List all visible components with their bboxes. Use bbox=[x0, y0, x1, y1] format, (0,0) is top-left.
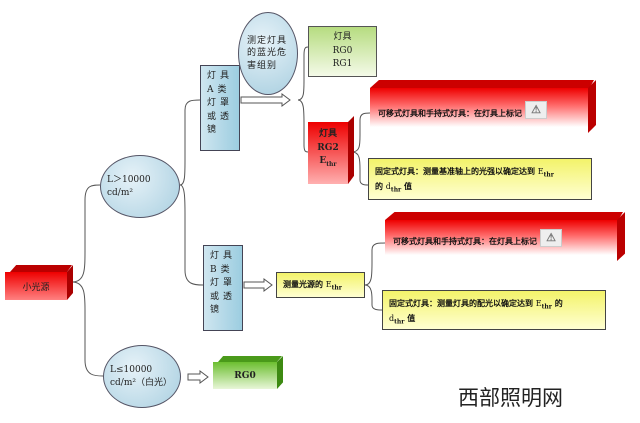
ethr-e: E bbox=[535, 299, 542, 308]
high-luminance-label: L＞10000 cd/m² bbox=[107, 174, 151, 198]
class-b-fixed-box: 固定式灯具：测量灯具的配光以确定达到 Ethr 的 dthr 值 bbox=[382, 290, 606, 330]
box-top-face bbox=[10, 265, 72, 272]
rg2-line2: RG2 bbox=[317, 142, 339, 153]
class-a-fixed-mid: 的 bbox=[375, 181, 383, 192]
ethr-sub: thr bbox=[331, 284, 342, 292]
watermark: 西部照明网 bbox=[458, 386, 563, 410]
class-a-fixed-text: 固定式灯具：测量基准轴上的光强以确定达到 bbox=[375, 166, 535, 176]
ethr-sub: thr bbox=[541, 303, 552, 311]
dthr-d: d bbox=[389, 314, 395, 324]
class-b-label: 灯具 B类 灯罩 或透 镜 bbox=[210, 251, 237, 315]
ethr-sub: thr bbox=[543, 171, 554, 179]
class-b-portable-label: 可移式灯具和手持式灯具：在灯具上标记 bbox=[393, 236, 537, 246]
rg0-node: RG0 bbox=[213, 362, 277, 389]
class-a-portable-banner: 可移式灯具和手持式灯具：在灯具上标记⚠ bbox=[370, 88, 588, 127]
rg2-side-face bbox=[348, 116, 354, 184]
rg0-rg1-node: 灯具 RG0 RG1 bbox=[308, 26, 377, 77]
rg01-line1: 灯具 bbox=[333, 32, 352, 42]
warning-sign-icon: ⚠ bbox=[540, 229, 562, 247]
blue-hazard-label: 测定灯具的蓝光危害组别 bbox=[247, 35, 288, 71]
rg01-line2: RG0 bbox=[332, 45, 353, 56]
high-luminance-node: L＞10000 cd/m² bbox=[100, 155, 180, 218]
low-luminance-node: L≤10000 cd/m²（白光） bbox=[103, 345, 181, 408]
rg2-e: E bbox=[319, 156, 327, 166]
blue-hazard-node: 测定灯具的蓝光危害组别 bbox=[238, 12, 298, 95]
low-luminance-label: L≤10000 cd/m²（白光） bbox=[110, 364, 172, 388]
small-light-source-label: 小光源 bbox=[22, 282, 50, 293]
class-b-portable-banner: 可移式灯具和手持式灯具：在灯具上标记⚠ bbox=[385, 220, 617, 255]
rg2-e-sub: thr bbox=[326, 160, 337, 168]
dthr-sub: thr bbox=[390, 186, 402, 194]
rg01-line3: RG1 bbox=[332, 59, 353, 69]
ethr-e: E bbox=[325, 280, 332, 289]
dthr-sub: thr bbox=[394, 318, 405, 326]
class-b-fixed-mid: 的 bbox=[554, 298, 563, 308]
small-light-source-box: 小光源 bbox=[5, 272, 67, 300]
class-a-fixed-box: 固定式灯具：测量基准轴上的光强以确定达到 Ethr 的 dthr 值 bbox=[368, 158, 592, 200]
warning-sign-icon: ⚠ bbox=[525, 101, 547, 119]
class-b-measure-text: 测量光源的 bbox=[283, 279, 323, 289]
class-a-node: 灯具 A类 灯罩 或透 镜 bbox=[200, 65, 240, 151]
dthr-d: d bbox=[385, 182, 391, 192]
rg2-node: 灯具 RG2 Ethr bbox=[308, 122, 348, 184]
class-b-fixed-end: 值 bbox=[407, 313, 416, 324]
rg2-line1: 灯具 bbox=[318, 129, 337, 139]
rg0-side-face bbox=[277, 356, 283, 389]
box-side-face bbox=[67, 265, 73, 300]
class-a-fixed-end: 值 bbox=[404, 181, 413, 192]
class-a-portable-label: 可移式灯具和手持式灯具：在灯具上标记 bbox=[378, 108, 522, 118]
class-b-measure-box: 测量光源的 Ethr bbox=[276, 272, 365, 298]
ethr-e: E bbox=[537, 167, 544, 176]
class-b-fixed-text: 固定式灯具：测量灯具的配光以确定达到 bbox=[389, 298, 533, 308]
class-b-node: 灯具 B类 灯罩 或透 镜 bbox=[203, 245, 243, 331]
class-a-label: 灯具 A类 灯罩 或透 镜 bbox=[207, 71, 234, 135]
rg0-label: RG0 bbox=[234, 370, 256, 381]
rg0-top-face bbox=[218, 356, 282, 362]
